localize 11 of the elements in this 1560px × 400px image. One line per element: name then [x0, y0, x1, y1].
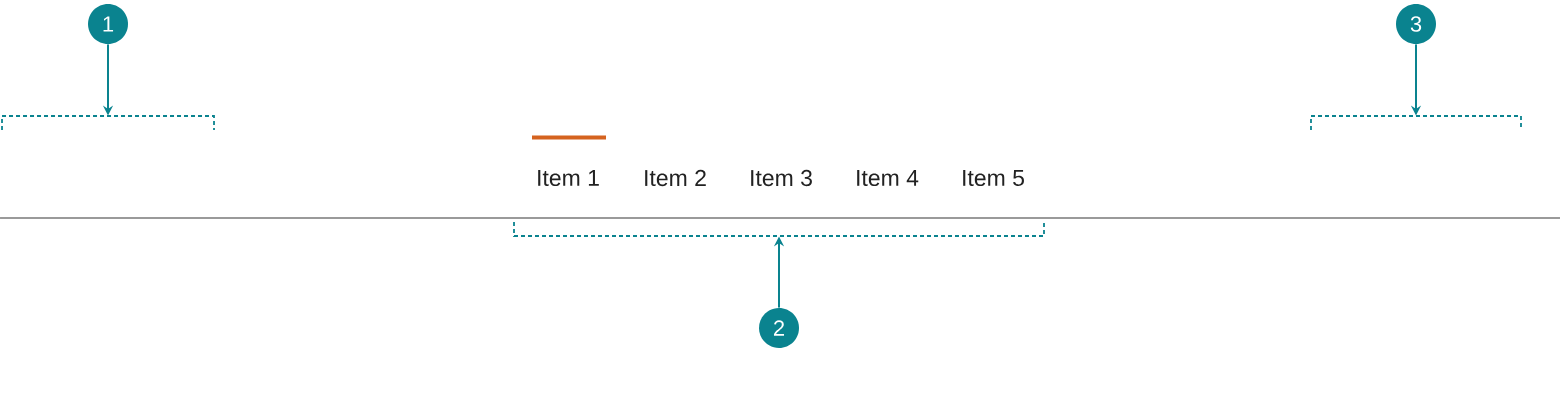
callout-number: 3	[1396, 4, 1436, 44]
callout-number: 2	[759, 308, 799, 348]
menu-item: Item 5	[963, 170, 1024, 186]
dotted-bracket	[513, 221, 1045, 237]
menu-item: Item 4	[857, 170, 919, 186]
dotted-bracket	[1310, 115, 1522, 131]
menu-item: Item 1	[538, 170, 599, 186]
menu-item: Item 2	[645, 169, 706, 187]
menu-item: Item 3	[751, 169, 812, 187]
dotted-bracket	[1, 115, 215, 131]
callout-number: 1	[88, 4, 128, 44]
